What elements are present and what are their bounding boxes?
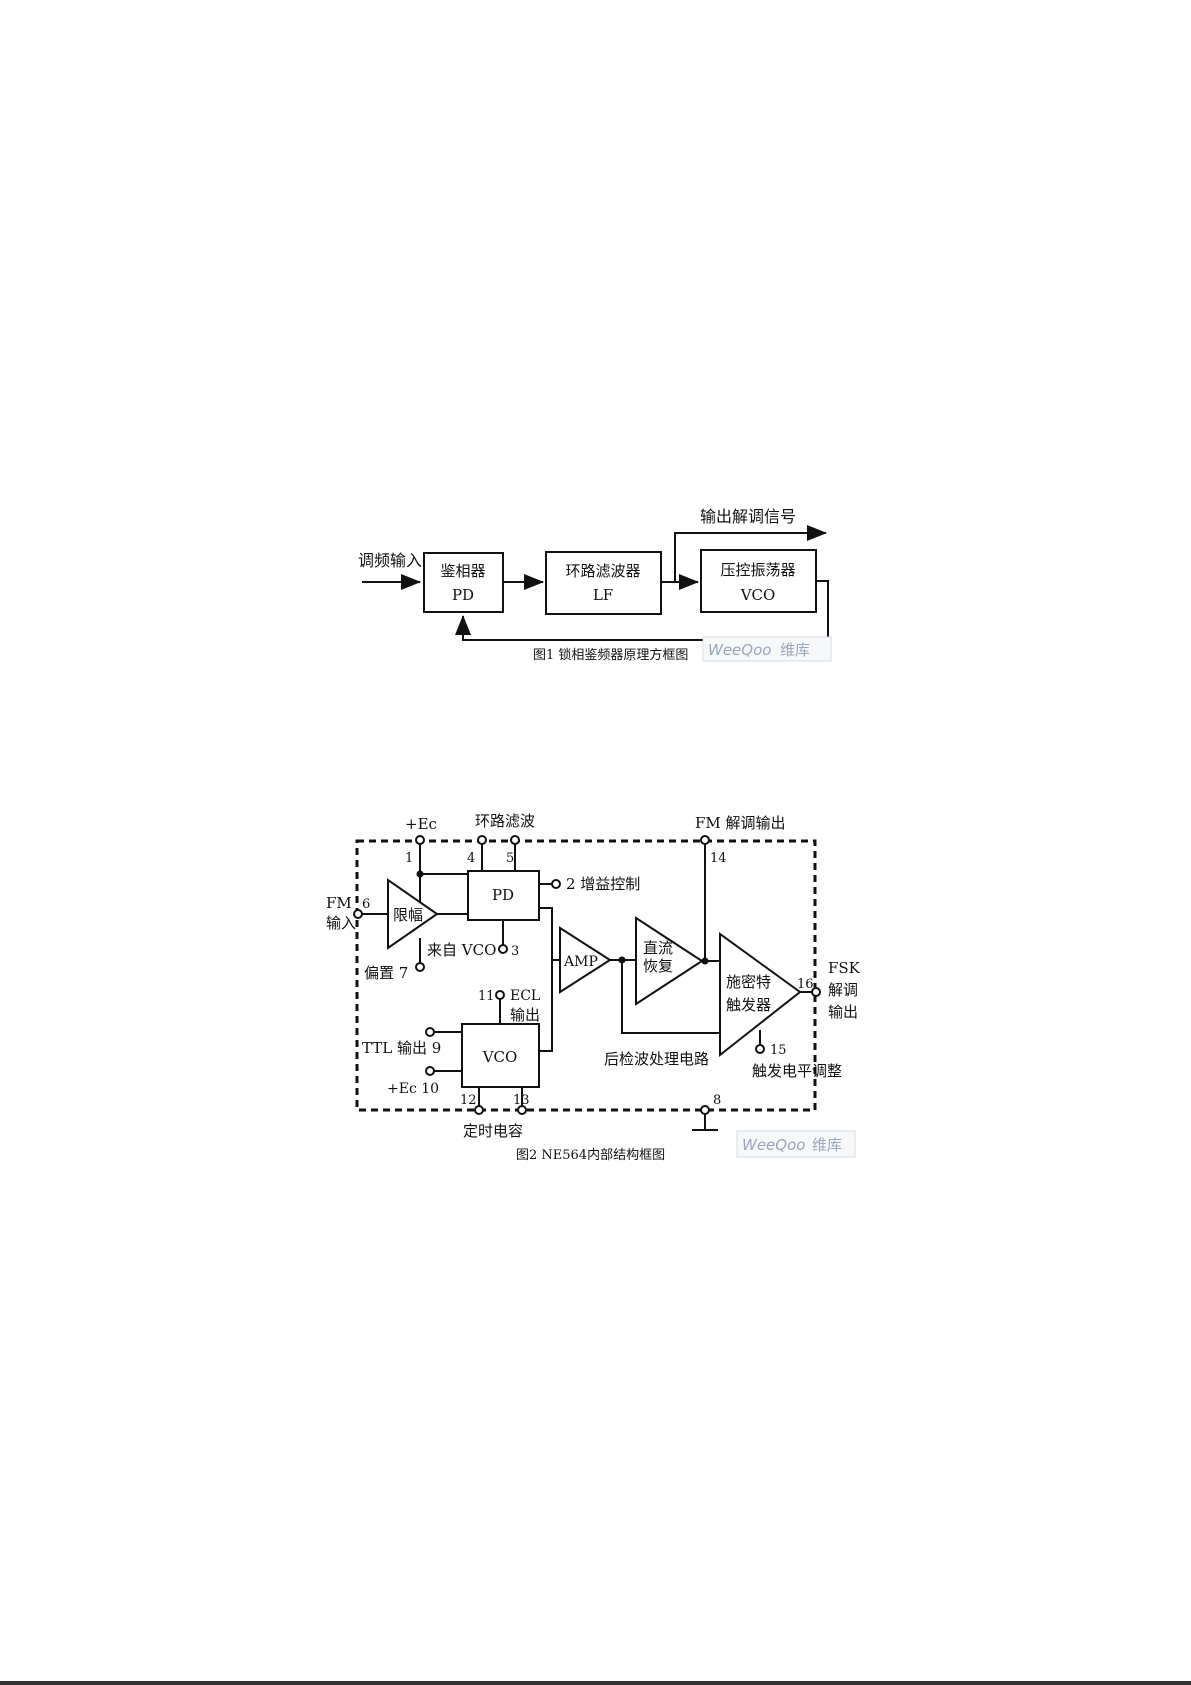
watermark-2: WeeQoo 维库: [737, 1131, 855, 1157]
timing-cap-label: 定时电容: [463, 1122, 523, 1140]
ttl-out-label: TTL 输出 9: [362, 1039, 441, 1057]
pin1-label: 1: [405, 851, 413, 866]
ecl-out-label: 输出: [510, 1006, 540, 1024]
pin12-label: 12: [460, 1093, 477, 1108]
pin8-label: 8: [713, 1093, 721, 1108]
pin11-label: 11: [478, 989, 495, 1004]
fm-demod-out-label: FM 解调输出: [695, 814, 786, 832]
pin5-label: 5: [506, 851, 514, 866]
ec10-label: +Ec 10: [387, 1081, 439, 1097]
vco-name: 压控振荡器: [720, 561, 795, 579]
pin1-terminal: [416, 836, 424, 844]
svg-text:维库: 维库: [780, 641, 810, 659]
figure1-caption: 图1 锁相鉴频器原理方框图: [533, 647, 688, 663]
pin11-terminal: [496, 991, 504, 999]
pin15-terminal: [756, 1045, 764, 1053]
pin16-label: 16: [797, 977, 814, 992]
bias-label: 偏置 7: [364, 964, 408, 982]
dc-restore-2: 恢复: [643, 957, 673, 975]
pin8-terminal: [701, 1106, 709, 1114]
pin6-label: 6: [362, 897, 370, 912]
fsk-label: FSK: [828, 959, 861, 977]
pin10-terminal: [426, 1067, 434, 1075]
schmitt-1: 施密特: [726, 973, 771, 991]
pin4-label: 4: [467, 851, 475, 866]
vco-label: VCO: [482, 1048, 518, 1066]
figure2-ne564-block-diagram: +Ec 1 环路滤波 4 5 FM 解调输出 14 FM 输入 6 限幅 偏置 …: [326, 812, 861, 1163]
watermark-1: WeeQoo 维库: [703, 637, 831, 661]
amp-label: AMP: [563, 954, 598, 970]
pin15-label: 15: [770, 1043, 787, 1058]
from-vco-label: 来自 VCO: [427, 941, 496, 959]
pin14-junction: [702, 958, 709, 965]
pd-to-amp: [539, 908, 560, 960]
pd-name: 鉴相器: [440, 562, 485, 580]
pin14-terminal: [701, 836, 709, 844]
figure1-pll-block-diagram: 调频输入 鉴相器 PD 环路滤波器 LF 输出解调信号 压控振荡器 VCO 图1…: [358, 507, 831, 663]
pd-abbr: PD: [452, 586, 474, 604]
fm-input-b: 输入: [326, 914, 356, 932]
fsk-out-label: 输出: [828, 1003, 858, 1021]
gain-control-label: 2 增益控制: [566, 875, 640, 893]
ec-junction: [417, 871, 424, 878]
trigger-adjust-label: 触发电平调整: [752, 1062, 842, 1080]
fm-input-label: 调频输入: [358, 551, 422, 570]
pin9-terminal: [426, 1028, 434, 1036]
post-detect-label: 后检波处理电路: [604, 1050, 709, 1068]
vco-to-pd-line: [539, 960, 552, 1051]
output-signal-label: 输出解调信号: [700, 507, 796, 526]
pin7-terminal: [416, 963, 424, 971]
dc-restore-1: 直流: [643, 939, 673, 957]
vco-abbr: VCO: [740, 586, 776, 604]
svg-text:维库: 维库: [812, 1136, 842, 1154]
pin2-terminal: [552, 880, 560, 888]
pin3-label: 3: [511, 944, 519, 959]
pin6-terminal: [354, 910, 362, 918]
figure2-caption: 图2 NE564内部结构框图: [516, 1147, 665, 1163]
limiter-label: 限幅: [393, 906, 423, 924]
fm-input-a: FM: [326, 894, 352, 912]
page-bottom-rule: [0, 1681, 1191, 1685]
svg-text:WeeQoo: WeeQoo: [742, 1136, 805, 1154]
svg-text:WeeQoo: WeeQoo: [708, 641, 771, 659]
lf-abbr: LF: [593, 586, 613, 604]
ecl-label: ECL: [510, 988, 540, 1004]
plus-ec-label: +Ec: [405, 815, 437, 833]
pin14-label: 14: [710, 851, 727, 866]
pin13-label: 13: [513, 1093, 530, 1108]
loop-filter-label: 环路滤波: [475, 812, 535, 830]
pin5-terminal: [511, 836, 519, 844]
lf-name: 环路滤波器: [565, 562, 640, 580]
fsk-demod-label: 解调: [828, 981, 858, 999]
pin3-terminal: [499, 945, 507, 953]
schmitt-2: 触发器: [726, 996, 771, 1014]
pd-label: PD: [492, 886, 514, 904]
pin4-terminal: [478, 836, 486, 844]
